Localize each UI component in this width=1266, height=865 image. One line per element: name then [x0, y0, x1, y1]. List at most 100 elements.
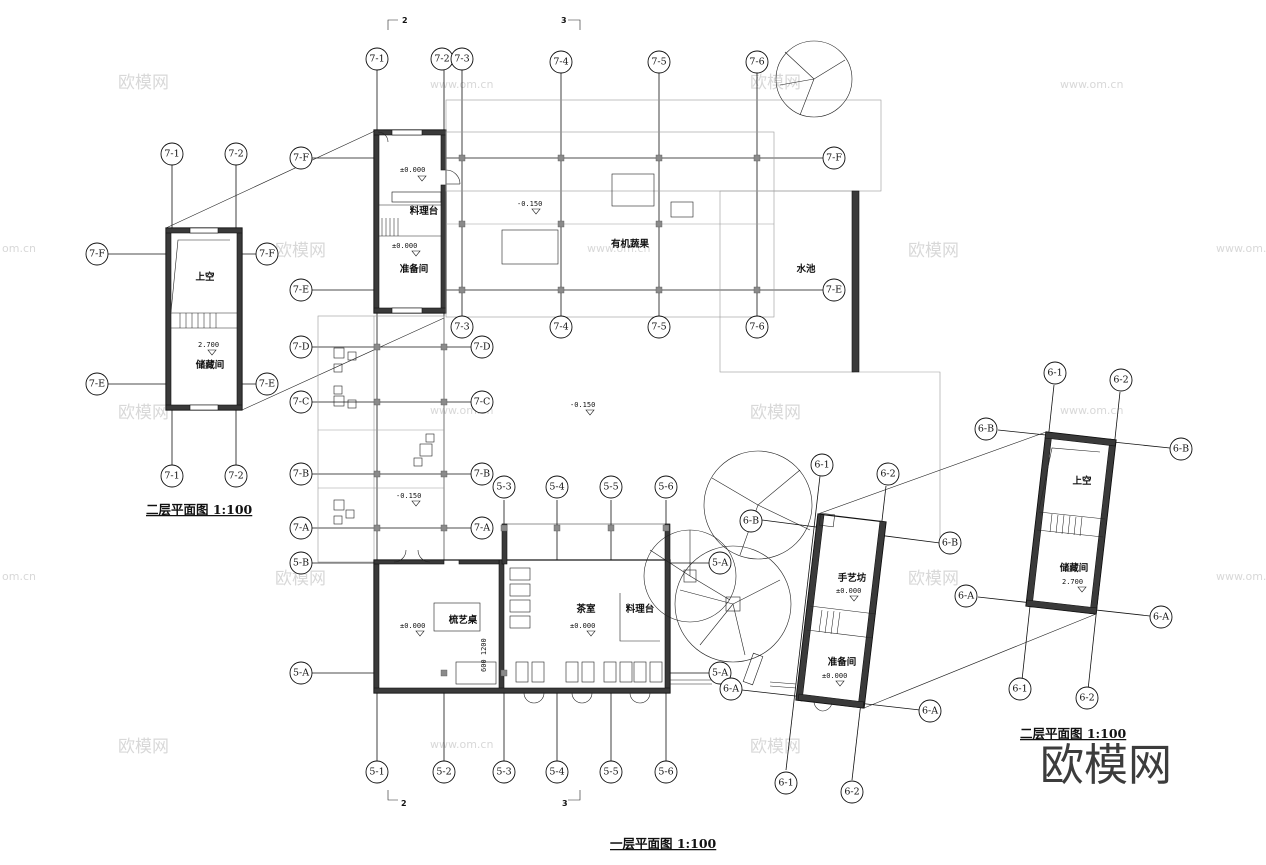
- level-mark: ±0.000: [570, 622, 595, 630]
- columns: [373, 154, 761, 677]
- grid-bubble: 6-2: [1109, 368, 1133, 392]
- svg-text:7-B: 7-B: [474, 469, 490, 480]
- dimension-label: 600 1200: [480, 638, 488, 672]
- watermark: 欧模网: [118, 737, 169, 757]
- brand-logo: 欧模网: [1040, 740, 1172, 791]
- svg-text:7-E: 7-E: [826, 285, 842, 296]
- level-mark: -0.150: [396, 492, 421, 500]
- grid-bubble: 6-B: [974, 417, 998, 441]
- level-mark: 2.700: [1062, 578, 1083, 586]
- grid-bubble: 7-1: [160, 142, 184, 166]
- room-label: 上空: [1072, 475, 1092, 487]
- grid-bubble: 6-1: [1008, 677, 1032, 701]
- grid-bubble: 7-D: [289, 335, 313, 359]
- grid-bubble: 7-6: [745, 50, 769, 74]
- svg-text:7-F: 7-F: [89, 249, 105, 260]
- grid-bubble: 7-1: [160, 464, 184, 488]
- watermark: 欧模网: [750, 403, 801, 423]
- watermark-url: www.om.cn: [1216, 570, 1266, 583]
- svg-text:7-D: 7-D: [293, 342, 310, 353]
- svg-text:7-6: 7-6: [749, 322, 764, 333]
- svg-text:6-A: 6-A: [1153, 612, 1169, 623]
- section-label: 2: [401, 799, 407, 808]
- grid-bubble: 6-A: [918, 699, 942, 723]
- room-label: 梳艺桌: [449, 614, 478, 626]
- grid-bubble: 7-F: [822, 146, 846, 170]
- grid-bubble: 7-3: [450, 47, 474, 71]
- room-label: 储藏间: [1060, 562, 1089, 574]
- grid-bubble: 6-1: [810, 453, 834, 477]
- svg-text:6-1: 6-1: [1047, 368, 1062, 379]
- svg-text:7-D: 7-D: [474, 342, 491, 353]
- section-label: 3: [562, 799, 568, 808]
- grid-bubble: 7-C: [470, 390, 494, 414]
- grid-bubble: 5-5: [599, 475, 623, 499]
- room-label: 准备间: [828, 656, 857, 668]
- grid-bubble: 5-3: [492, 760, 516, 784]
- grid-bubble: 5-4: [545, 760, 569, 784]
- section-label: 3: [561, 16, 567, 25]
- watermark-url: www.om.cn: [1216, 242, 1266, 255]
- tea-house-building: 梳艺桌 ±0.000 茶室 ±0.000 料理台 600 1200: [373, 523, 712, 704]
- plan-title: 一层平面图 1:100: [610, 836, 717, 851]
- watermark-url: www.om.cn: [430, 738, 493, 751]
- grid-bubble: 7-4: [549, 315, 573, 339]
- grid-bubble: 6-2: [876, 462, 900, 486]
- room-label: 储藏间: [196, 359, 225, 371]
- grid-bubble: 6-A: [954, 584, 978, 608]
- watermark-url: om.cn: [2, 242, 36, 255]
- svg-text:7-3: 7-3: [454, 54, 469, 65]
- svg-text:7-C: 7-C: [474, 397, 491, 408]
- svg-text:6-2: 6-2: [880, 469, 895, 480]
- grid-bubble: 7-F: [289, 146, 313, 170]
- svg-text:5-6: 5-6: [658, 767, 673, 778]
- svg-text:6-2: 6-2: [1079, 693, 1094, 704]
- grid-bubble: 7-D: [470, 335, 494, 359]
- level-mark: ±0.000: [400, 622, 425, 630]
- room-label: 料理台: [626, 603, 655, 615]
- plan-title: 二层平面图 1:100: [1020, 726, 1127, 741]
- room-label: 水池: [796, 263, 816, 275]
- svg-text:7-4: 7-4: [553, 57, 568, 68]
- svg-text:6-1: 6-1: [778, 778, 793, 789]
- svg-text:7-2: 7-2: [228, 149, 243, 160]
- grid-bubble: 7-5: [647, 315, 671, 339]
- svg-text:7-A: 7-A: [474, 523, 490, 534]
- room-label: 茶室: [575, 603, 596, 615]
- second-floor-plan-left: 上空 储藏间 2.700: [108, 129, 445, 465]
- svg-text:7-1: 7-1: [164, 471, 179, 482]
- watermark: 欧模网: [275, 569, 326, 589]
- grid-bubble: 5-A: [708, 551, 732, 575]
- grid-bubbles: 7-1 7-2 7-3 7-4 7-5 7-6 7-3 7-4 7-5 7-6 …: [85, 47, 1193, 804]
- svg-text:5-4: 5-4: [549, 482, 564, 493]
- svg-text:7-2: 7-2: [434, 54, 449, 65]
- svg-text:7-E: 7-E: [89, 379, 105, 390]
- svg-text:6-2: 6-2: [1113, 375, 1128, 386]
- level-mark: ±0.000: [822, 672, 847, 680]
- room-label: 手艺坊: [838, 572, 867, 584]
- level-mark: -0.150: [570, 401, 595, 409]
- level-mark: -0.150: [517, 200, 542, 208]
- svg-text:7-5: 7-5: [651, 322, 666, 333]
- grid-bubble: 5-4: [545, 475, 569, 499]
- level-mark: ±0.000: [392, 242, 417, 250]
- grid-bubble: 7-6: [745, 315, 769, 339]
- svg-text:5-5: 5-5: [603, 482, 618, 493]
- svg-text:5-5: 5-5: [603, 767, 618, 778]
- watermark-url: www.om.cn: [1060, 404, 1123, 417]
- svg-text:5-6: 5-6: [658, 482, 673, 493]
- svg-text:6-A: 6-A: [922, 706, 938, 717]
- level-mark: ±0.000: [836, 587, 861, 595]
- grid-bubble: 7-F: [85, 242, 109, 266]
- grid-bubble: 6-A: [719, 677, 743, 701]
- grid-bubble: 7-E: [85, 372, 109, 396]
- grid-bubble: 5-A: [708, 661, 732, 685]
- svg-text:7-B: 7-B: [293, 469, 309, 480]
- grid-bubble: 6-1: [1043, 361, 1067, 385]
- grid-bubble: 5-2: [432, 760, 456, 784]
- svg-text:5-B: 5-B: [293, 558, 309, 569]
- svg-text:6-A: 6-A: [958, 591, 974, 602]
- svg-text:5-3: 5-3: [496, 482, 511, 493]
- courtyard: -0.150 -0.150: [317, 315, 595, 563]
